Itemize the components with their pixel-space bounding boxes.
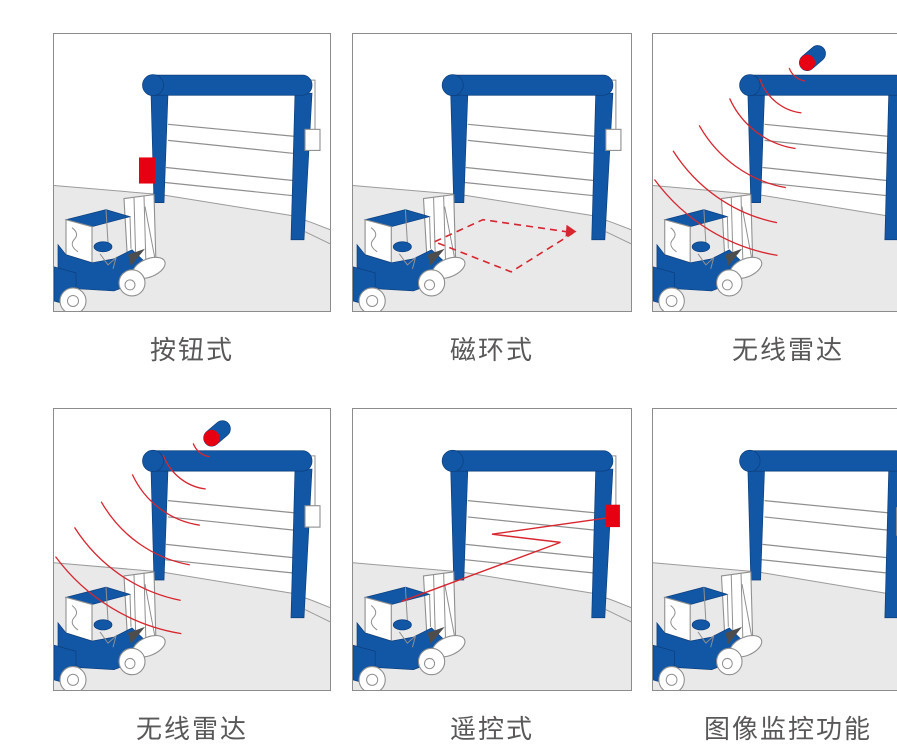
panel-magnetic-loop-type: 磁环式	[352, 33, 632, 365]
panel-image-monitoring: 图像监控功能	[652, 408, 897, 744]
warehouse-door-scene	[653, 450, 897, 690]
panel-caption: 按钮式	[53, 336, 331, 365]
panel-caption: 图像监控功能	[652, 715, 897, 744]
warehouse-door-scene	[653, 75, 897, 311]
control-box	[305, 129, 320, 150]
warehouse-door-scene	[54, 450, 330, 690]
panel-button-type: 按钮式	[53, 33, 331, 365]
panel-caption: 无线雷达	[652, 336, 897, 365]
warehouse-door-scene	[353, 75, 631, 311]
panel-wireless-radar-illustration	[652, 33, 897, 312]
panel-wireless-radar-1: 无线雷达	[652, 33, 897, 365]
panel-wireless-radar-illustration	[53, 408, 331, 691]
warehouse-door-scene	[353, 450, 631, 690]
panel-caption: 无线雷达	[53, 715, 331, 744]
panel-remote-control-illustration	[352, 408, 632, 691]
panel-image-monitoring-illustration	[652, 408, 897, 691]
remote-receiver-box-icon	[606, 505, 620, 527]
control-box	[606, 129, 621, 150]
panel-button-type-illustration	[53, 33, 331, 312]
wall-push-button-icon	[139, 157, 155, 183]
panel-caption: 遥控式	[352, 715, 632, 744]
panel-magnetic-loop-illustration	[352, 33, 632, 312]
control-box	[305, 506, 320, 527]
panel-wireless-radar-2: 无线雷达	[53, 408, 331, 744]
panel-caption: 磁环式	[352, 336, 632, 365]
panel-remote-control-type: 遥控式	[352, 408, 632, 744]
warehouse-door-scene	[54, 75, 330, 311]
